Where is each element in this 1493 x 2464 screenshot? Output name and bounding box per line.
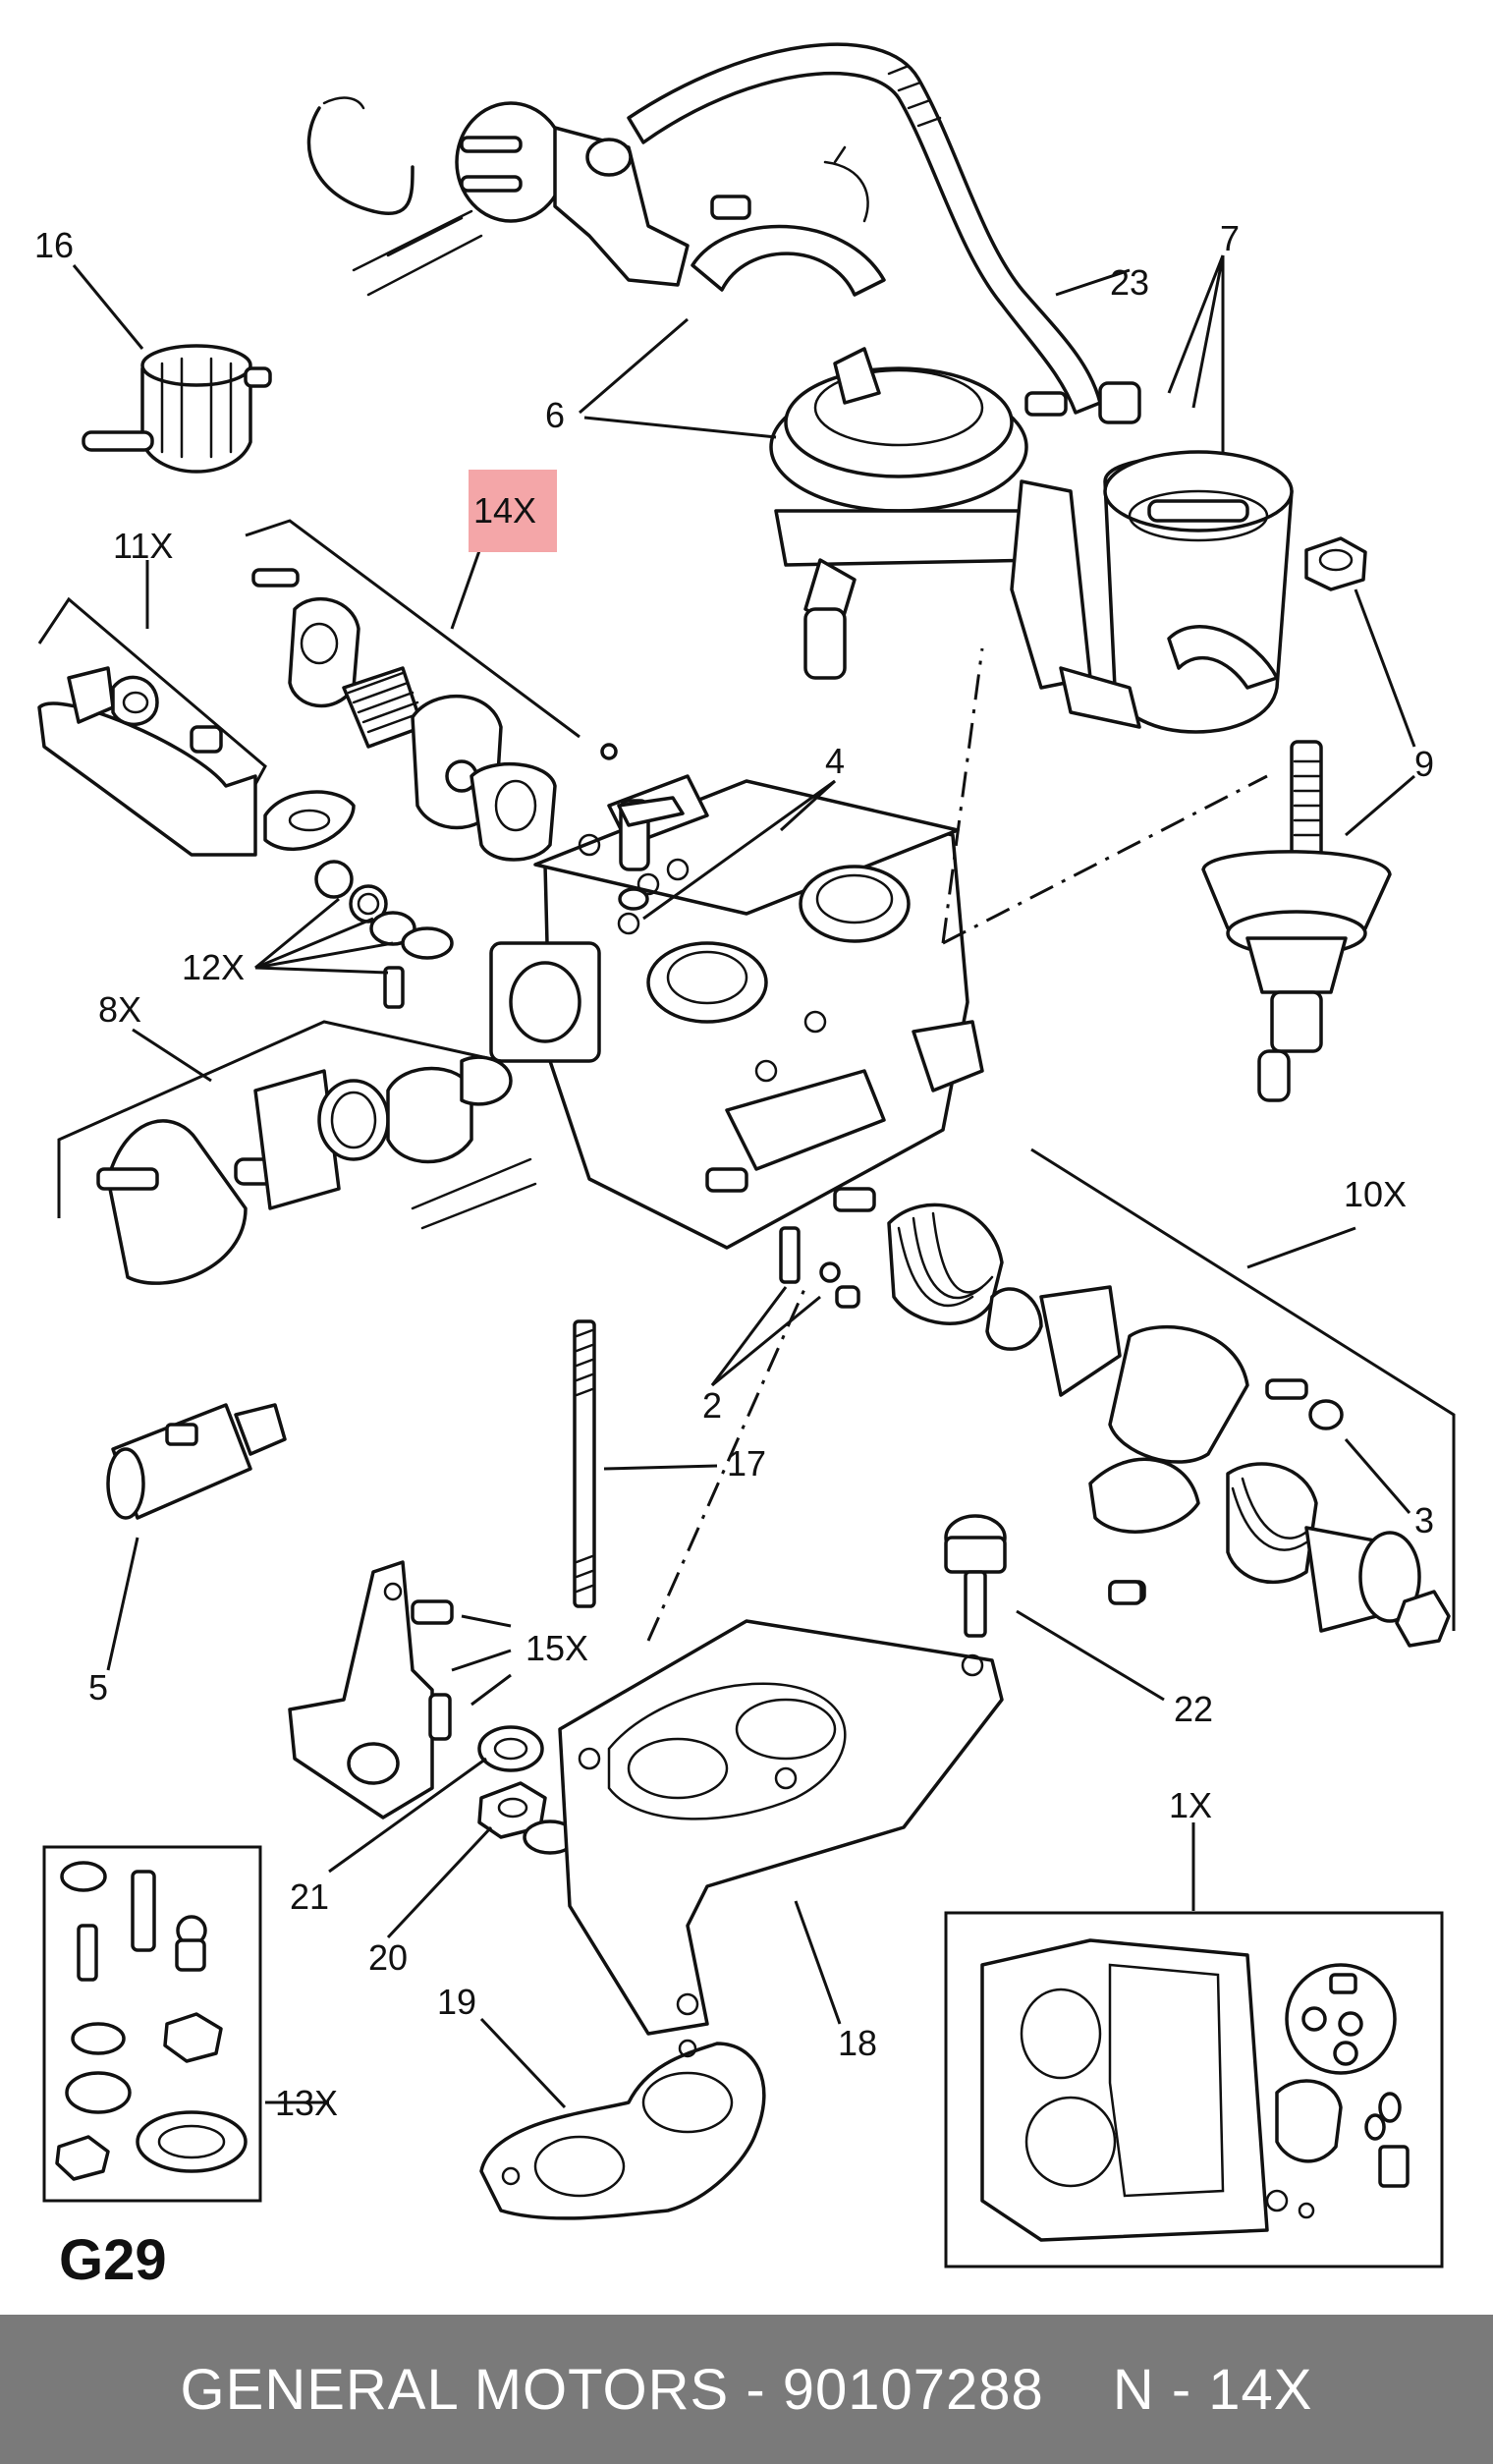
filter-bowl-part [1059, 450, 1294, 734]
callout-19: 19 [437, 1982, 476, 2022]
callout-23: 23 [1110, 262, 1149, 303]
callout-14x-highlight [469, 470, 557, 552]
vacuum-unit-top-part [306, 96, 886, 297]
callout-labels: 16 11X 14X 6 23 7 9 4 12X 8X 10X 2 17 3 … [34, 218, 1434, 2123]
callout-13x: 13X [275, 2083, 338, 2123]
callout-8x: 8X [98, 989, 141, 1030]
callout-18: 18 [838, 2023, 877, 2063]
assembly-lines [646, 647, 1268, 1642]
brand-part-number: GENERAL MOTORS - 90107288 [180, 2357, 1044, 2422]
bolts-part [944, 1514, 1143, 1638]
group-13x-kit-box [42, 1845, 262, 2203]
callout-leaders [72, 254, 1416, 2109]
flange-gasket-part [479, 2039, 766, 2220]
inline-filter-part [82, 344, 272, 474]
callout-22: 22 [1174, 1689, 1213, 1729]
group-1x-gasket-kit-box [944, 1911, 1444, 2268]
vacuum-hose-part [627, 42, 1102, 415]
accelerator-pump-group-part [245, 519, 581, 862]
pulldown-diaphragm-part [1201, 536, 1392, 1102]
reference-number: N - 14X [1112, 2357, 1313, 2422]
exploded-parts-diagram: 16 11X 14X 6 23 7 9 4 12X 8X 10X 2 17 3 … [34, 42, 1456, 2292]
callout-6: 6 [545, 395, 565, 435]
stud-part [573, 1319, 596, 1608]
choke-coil-group-part [887, 1148, 1456, 1648]
callout-10x: 10X [1344, 1174, 1407, 1214]
callout-1x: 1X [1169, 1785, 1212, 1825]
bracket-part [288, 1560, 454, 1820]
fitting-part [600, 743, 685, 911]
callout-12x: 12X [182, 947, 245, 987]
callout-20: 20 [368, 1937, 408, 1978]
callout-4: 4 [825, 741, 845, 781]
throttle-damper-group-part [57, 1020, 537, 1285]
callout-3: 3 [1414, 1500, 1434, 1540]
switch-part [106, 1403, 287, 1520]
callout-21: 21 [290, 1876, 329, 1917]
callout-15x: 15X [525, 1628, 588, 1668]
callout-7: 7 [1220, 218, 1240, 258]
choke-linkage-group-part [37, 596, 356, 857]
part-number-banner: GENERAL MOTORS - 90107288 N - 14X [0, 2315, 1493, 2464]
callout-9: 9 [1414, 744, 1434, 784]
callout-2: 2 [702, 1385, 722, 1426]
carburettor-body-part [489, 774, 984, 1250]
jets-part [779, 1226, 860, 1309]
washers-nuts-part [477, 1725, 578, 1855]
callout-5: 5 [88, 1667, 108, 1708]
page-code: G29 [59, 2228, 167, 2292]
insulator-plate-part [558, 1619, 1004, 2036]
callout-16: 16 [34, 225, 74, 265]
callout-14x: 14X [473, 490, 536, 531]
callout-17: 17 [727, 1443, 766, 1484]
callout-11x: 11X [113, 526, 173, 566]
